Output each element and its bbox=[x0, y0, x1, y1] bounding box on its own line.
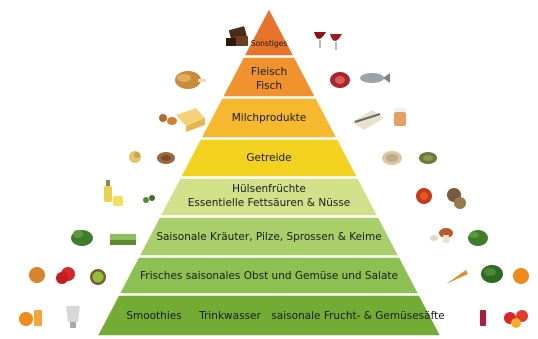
pasta-icon bbox=[129, 151, 175, 164]
mushrooms-icon bbox=[430, 228, 488, 246]
chocolate-icon bbox=[226, 26, 248, 46]
pyramid-tier-3-label: Milchprodukte bbox=[232, 112, 306, 124]
pyramid-tier-5-label: Hülsenfrüchte bbox=[232, 183, 306, 195]
vegetable-juice-icon bbox=[480, 310, 528, 328]
pyramid-tier-8-label: Trinkwasser bbox=[198, 310, 261, 322]
vegetables-icon bbox=[446, 265, 529, 284]
nuts-icon bbox=[416, 188, 466, 209]
yogurt-icon bbox=[352, 108, 406, 130]
pyramid-tier-5-label: Essentielle Fettsäuren & Nüsse bbox=[188, 197, 351, 209]
herbs-icon bbox=[71, 230, 136, 246]
pyramid-tier-8-label: Smoothies bbox=[126, 310, 181, 322]
olive-oil-icon bbox=[104, 180, 155, 206]
grains-icon bbox=[382, 151, 437, 165]
pyramid-tier-7-label: Frisches saisonales Obst und Gemüse und … bbox=[140, 270, 398, 282]
red-wine-icon bbox=[314, 32, 342, 50]
pyramid-tier-1 bbox=[244, 8, 294, 56]
pyramid-tier-2-label: Fisch bbox=[256, 80, 282, 92]
roast-chicken-icon bbox=[175, 71, 206, 89]
pyramid-tier-6-label: Saisonale Kräuter, Pilze, Sprossen & Kei… bbox=[156, 231, 381, 243]
meat-and-fish-icon bbox=[330, 72, 390, 88]
orange-juice-icon bbox=[19, 306, 80, 328]
pyramid-tier-2-label: Fleisch bbox=[251, 66, 287, 78]
fruits-icon bbox=[29, 267, 106, 285]
pyramid-tier-1-label: Sonstiges bbox=[251, 39, 287, 48]
pyramid-tier-8-label: saisonale Frucht- & Gemüsesäfte bbox=[271, 310, 444, 322]
cheese-icon bbox=[159, 108, 205, 132]
pyramid-tier-4-label: Getreide bbox=[246, 152, 291, 164]
